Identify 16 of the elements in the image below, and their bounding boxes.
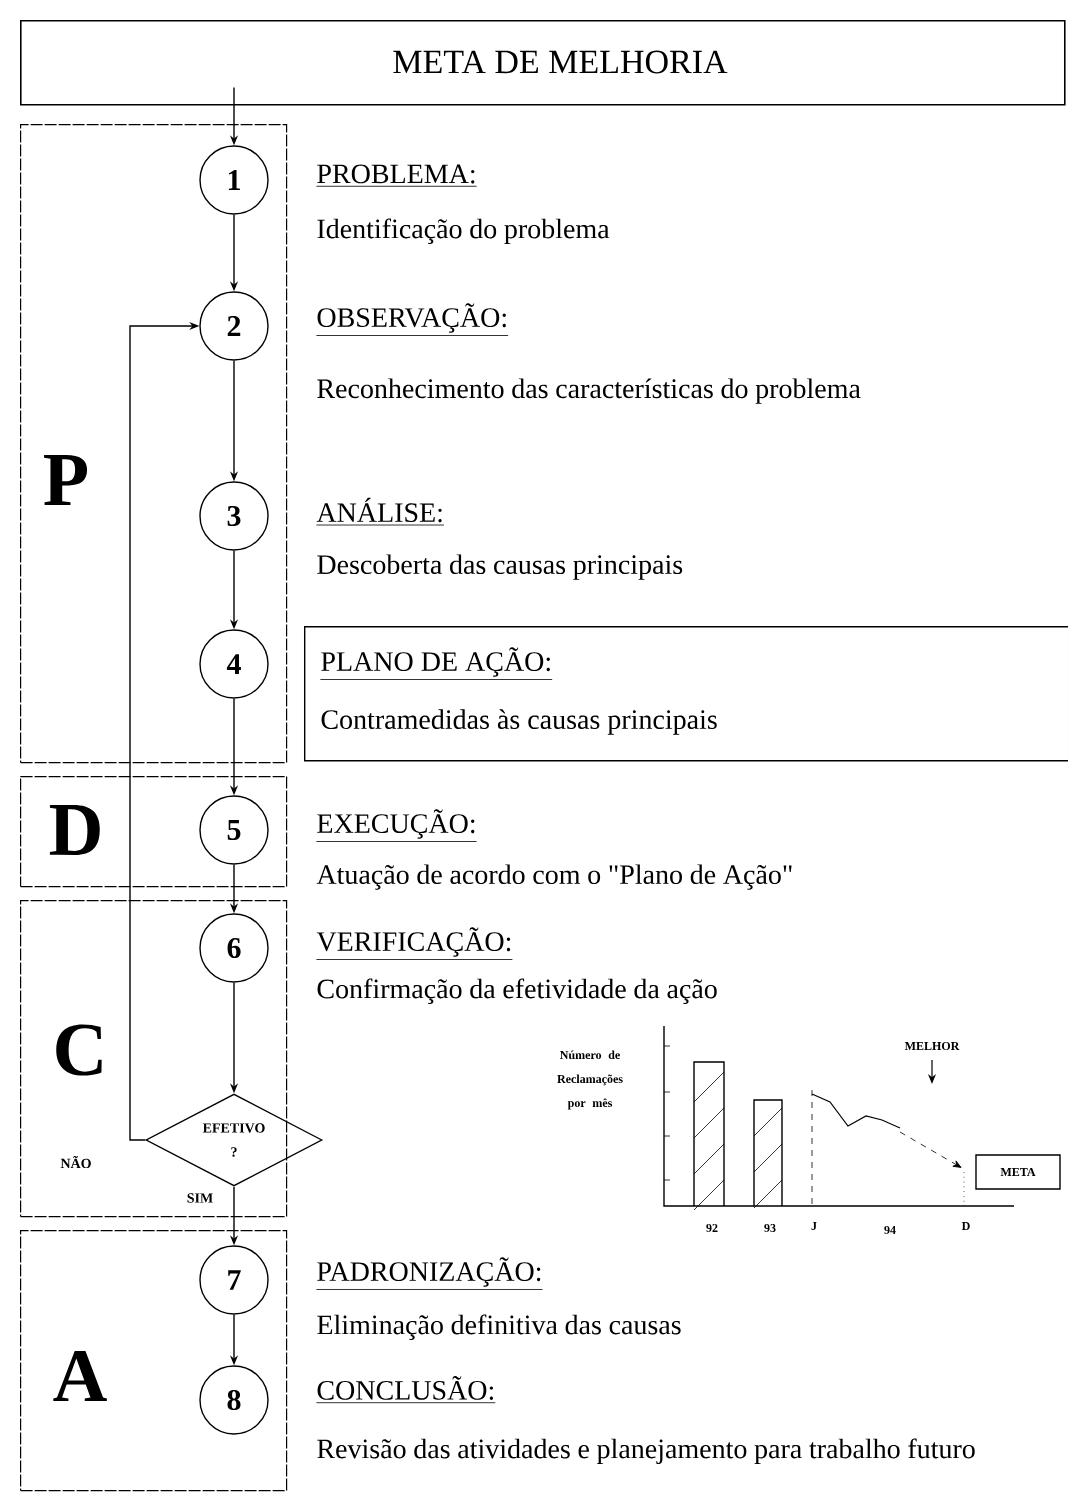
step-heading: PROBLEMA: [316, 164, 478, 187]
step-description: Revisão das atividades e planejamento para trabalho futuro [317, 1438, 975, 1465]
step-heading: EXECUÇÃO: [316, 809, 477, 842]
title-box: META DE MELHORIA [20, 20, 1066, 106]
step-heading: VERIFICAÇÃO: [316, 927, 513, 960]
step-description: Eliminação definitiva das causas [317, 1314, 681, 1341]
plan-box: PLANO DE AÇÃO: Contramedidas às causas principais [304, 626, 1068, 762]
step-description: Reconhecimento das características do problema [317, 378, 861, 404]
step-description: Atuação de acordo com o "Plano de Ação" [316, 864, 792, 890]
step-heading: ANÁLISE: [316, 497, 445, 526]
step-heading: CONCLUSÃO: [316, 1376, 496, 1404]
step-description: Confirmação da efetividade da ação [317, 978, 717, 1005]
step-description: Identificação do problema [317, 218, 610, 245]
step-description: Descoberta das causas principais [317, 554, 683, 580]
step-heading: PADRONIZAÇÃO: [316, 1257, 543, 1290]
step-heading: OBSERVAÇÃO: [316, 303, 509, 336]
